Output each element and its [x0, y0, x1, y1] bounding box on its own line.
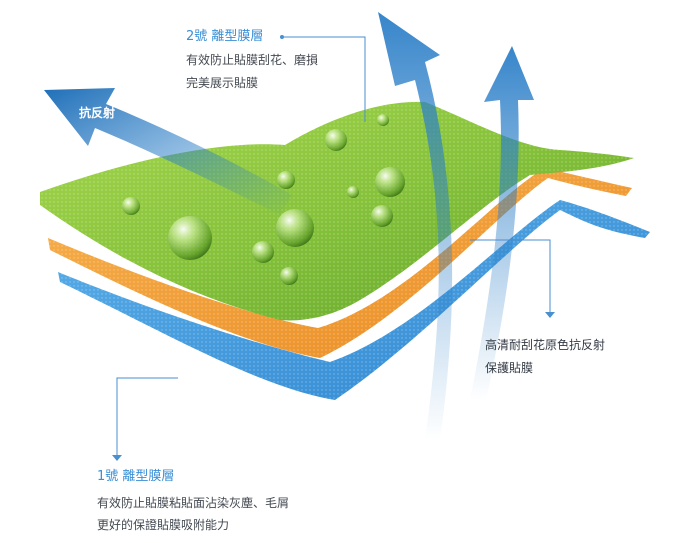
right-callout-line	[470, 239, 551, 312]
right-callout-line-2: 保護貼膜	[485, 361, 534, 375]
callout-arrowhead-icon	[545, 312, 555, 318]
water-drop-icon	[276, 209, 314, 247]
callout-arrowhead-icon	[112, 455, 122, 461]
water-drop-icon	[280, 267, 298, 285]
anti-reflection-label: 抗反射	[79, 106, 116, 120]
orange-film-texture	[48, 168, 632, 358]
water-drop-icon	[168, 216, 212, 260]
water-drop-icon	[325, 129, 347, 151]
up-arrow-icon	[378, 12, 453, 440]
water-drop-icon	[122, 197, 140, 215]
top-callout-title: 2號 離型膜層	[186, 29, 264, 44]
top-callout-line-2: 完美展示貼膜	[186, 75, 259, 90]
water-drop-icon	[375, 167, 405, 197]
water-drop-icon	[371, 205, 393, 227]
bottom-callout-line-1: 有效防止貼膜粘貼面沾染灰塵、毛屑	[97, 495, 290, 510]
anti-reflection-arrow-icon	[44, 88, 292, 215]
water-drops	[122, 114, 405, 285]
water-drop-icon	[277, 171, 295, 189]
top-callout-line	[282, 36, 366, 122]
callout-dot	[280, 35, 284, 39]
bottom-callout: 1號 離型膜層 有效防止貼膜粘貼面沾染灰塵、毛屑 更好的保證貼膜吸附能力	[97, 467, 289, 534]
bottom-callout-title: 1號 離型膜層	[97, 469, 175, 484]
bottom-callout-line-2: 更好的保證貼膜吸附能力	[97, 517, 230, 532]
water-drop-icon	[347, 186, 359, 198]
bottom-callout-line	[116, 377, 178, 455]
right-callout: 高清耐刮花原色抗反射 保護貼膜	[485, 336, 605, 377]
top-callout: 2號 離型膜層 有效防止貼膜刮花、磨損 完美展示貼膜	[186, 27, 318, 92]
water-drop-icon	[377, 114, 389, 126]
up-arrow-icon	[470, 46, 534, 400]
top-callout-line-1: 有效防止貼膜刮花、磨損	[186, 52, 319, 67]
water-drop-icon	[252, 241, 274, 263]
right-callout-line-1: 高清耐刮花原色抗反射	[485, 338, 606, 352]
